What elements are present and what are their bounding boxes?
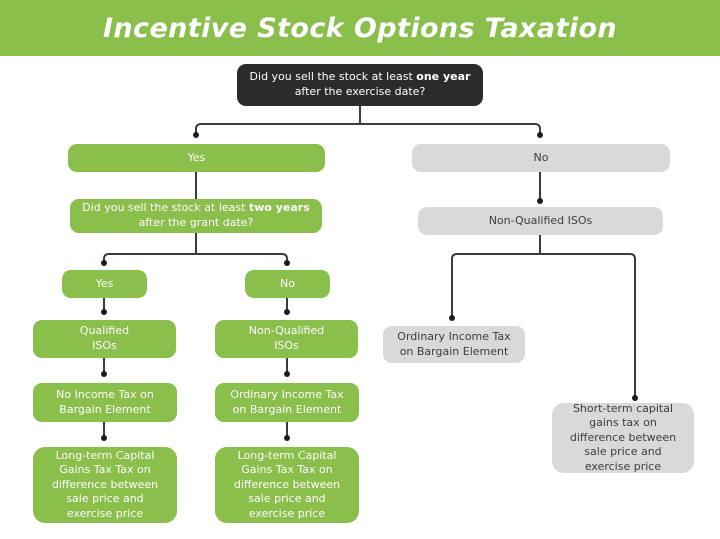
dot-nonqualified-green bbox=[284, 309, 290, 315]
non-qualified-isos-green-label: Non-Qualified ISOs bbox=[248, 324, 325, 352]
dot-longterm-left bbox=[101, 435, 107, 441]
dot-nonqualified-gray bbox=[537, 198, 543, 204]
dot-level1-right bbox=[537, 132, 543, 138]
node-sub-yes: Yes bbox=[62, 270, 147, 298]
no-income-tax-label: No Income Tax on Bargain Element bbox=[56, 387, 154, 416]
root-question-text: Did you sell the stock at least one year… bbox=[247, 70, 473, 99]
dot-level1-left bbox=[193, 132, 199, 138]
sub-no-label: No bbox=[280, 276, 295, 290]
dot-longterm-mid bbox=[284, 435, 290, 441]
root-question-pre: Did you sell the stock at least bbox=[249, 70, 417, 84]
node-short-term-gains: Short-term capital gains tax on differen… bbox=[552, 401, 694, 473]
question2-pre: Did you sell the stock at least bbox=[82, 201, 249, 215]
short-term-gains-label: Short-term capital gains tax on differen… bbox=[569, 401, 677, 473]
dot-short-term bbox=[632, 395, 638, 401]
root-question-bold: one year bbox=[416, 70, 471, 84]
non-qualified-isos-gray-label: Non-Qualified ISOs bbox=[488, 213, 593, 227]
dot-qualified bbox=[101, 309, 107, 315]
sub-yes-label: Yes bbox=[95, 276, 114, 290]
dot-level2-left bbox=[101, 260, 107, 266]
ordinary-income-green-label: Ordinary Income Tax on Bargain Element bbox=[230, 387, 344, 416]
node-branch-no: No bbox=[412, 144, 670, 172]
node-no-income-tax: No Income Tax on Bargain Element bbox=[33, 383, 177, 422]
node-non-qualified-isos-gray: Non-Qualified ISOs bbox=[418, 207, 663, 235]
node-qualified-isos: Qualified ISOs bbox=[33, 320, 176, 358]
branch-yes-label: Yes bbox=[187, 150, 206, 164]
dot-ordinary-gray bbox=[449, 315, 455, 321]
connector-level1-split bbox=[195, 123, 541, 134]
connector-question2-split bbox=[103, 253, 288, 262]
node-root-question: Did you sell the stock at least one year… bbox=[237, 64, 483, 106]
branch-no-label: No bbox=[533, 150, 549, 164]
connector-gray-split bbox=[451, 253, 636, 396]
dot-no-income bbox=[101, 371, 107, 377]
question2-text: Did you sell the stock at least two year… bbox=[80, 201, 312, 230]
node-question2: Did you sell the stock at least two year… bbox=[70, 199, 322, 233]
page-title: Incentive Stock Options Taxation bbox=[102, 12, 618, 44]
node-long-term-gains-mid: Long-term Capital Gains Tax Tax on diffe… bbox=[215, 447, 359, 523]
node-non-qualified-isos-green: Non-Qualified ISOs bbox=[215, 320, 358, 358]
dot-level2-right bbox=[284, 260, 290, 266]
node-branch-yes: Yes bbox=[68, 144, 325, 172]
ordinary-income-gray-label: Ordinary Income Tax on Bargain Element bbox=[397, 329, 511, 358]
long-term-gains-left-label: Long-term Capital Gains Tax Tax on diffe… bbox=[51, 448, 159, 520]
qualified-isos-label: Qualified ISOs bbox=[79, 324, 130, 352]
header-banner: Incentive Stock Options Taxation bbox=[0, 0, 720, 56]
node-sub-no: No bbox=[245, 270, 330, 298]
node-ordinary-income-gray: Ordinary Income Tax on Bargain Element bbox=[383, 326, 525, 363]
node-long-term-gains-left: Long-term Capital Gains Tax Tax on diffe… bbox=[33, 447, 177, 523]
root-question-post: after the exercise date? bbox=[294, 85, 426, 98]
node-ordinary-income-green: Ordinary Income Tax on Bargain Element bbox=[215, 383, 359, 422]
question2-bold: two years bbox=[248, 201, 310, 215]
dot-ordinary-green bbox=[284, 371, 290, 377]
question2-post: after the grant date? bbox=[138, 216, 254, 229]
long-term-gains-mid-label: Long-term Capital Gains Tax Tax on diffe… bbox=[233, 448, 341, 520]
